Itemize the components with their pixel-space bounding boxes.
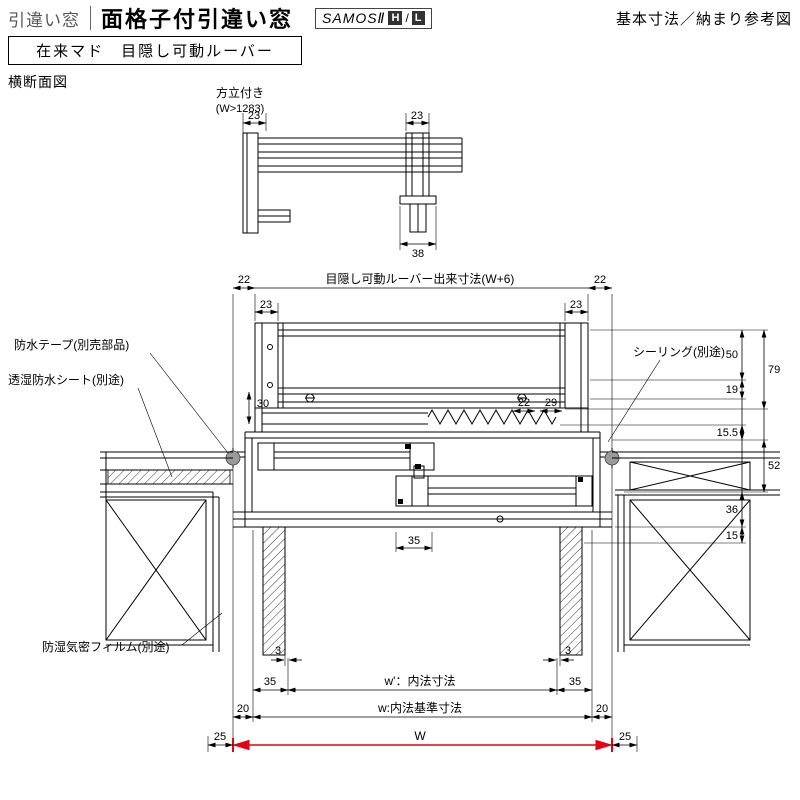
dim-label-23-detail-left: 23 xyxy=(248,110,260,122)
mullion-detail-view: 方立付き (W>1283) 23 23 xyxy=(216,85,463,260)
dim-label-29: 29 xyxy=(545,397,557,409)
callout-moisture-film: 防湿気密フィルム(別途) xyxy=(42,639,170,654)
badge-h: H xyxy=(388,11,403,25)
dim-label-22-left: 22 xyxy=(238,274,250,286)
meeting-stile-interlock xyxy=(413,465,425,479)
header-note: 基本寸法／納まり参考図 xyxy=(615,10,792,28)
subtitle-box: 在来マド 目隠し可動ルーバー xyxy=(8,36,302,65)
section-label: 横断面図 xyxy=(8,74,68,90)
wall-structure-left xyxy=(100,451,233,652)
screw-symbol xyxy=(517,393,527,403)
callout-breathable-sheet: 透湿防水シート(別途) xyxy=(8,372,124,387)
furring-column-left xyxy=(262,526,286,656)
interior-sash xyxy=(395,475,593,507)
standard-inner-width-label: w:内法基準寸法 xyxy=(377,700,462,715)
window-category-label: 引違い窓 xyxy=(8,10,80,30)
bottom-dimension-rows: 3 3 w'：内法寸法 35 35 w:内法基準寸法 20 20 W 25 25 xyxy=(207,530,638,752)
detail-title: 方立付き xyxy=(216,85,264,100)
dim-label-35-left: 35 xyxy=(264,676,276,688)
wall-structure-right xyxy=(612,451,780,652)
dim-label-22-right: 22 xyxy=(594,274,606,286)
breathable-sheet-layer xyxy=(107,469,231,485)
subtitle-text: 在来マド 目隠し可動ルーバー xyxy=(36,43,274,60)
dim-label-15-5: 15.5 xyxy=(717,427,738,439)
dim-label-35-center: 35 xyxy=(408,535,420,547)
screw-symbol xyxy=(496,515,504,523)
dim-label-25-right: 25 xyxy=(619,731,631,743)
dim-label-79: 79 xyxy=(768,364,780,376)
screen-mesh-zigzag xyxy=(427,408,557,426)
series-badge-box: SAMOSⅡ H / L xyxy=(315,7,432,29)
detail-jamb-profile xyxy=(242,132,291,234)
dim-label-50: 50 xyxy=(726,349,738,361)
exterior-sash xyxy=(257,442,435,471)
callout-waterproof-tape: 防水テープ(別売部品) xyxy=(14,337,129,352)
dim-label-52: 52 xyxy=(768,460,780,472)
dim-label-38: 38 xyxy=(412,248,424,260)
dim-label-25-left: 25 xyxy=(214,731,226,743)
detail-mullion-profile xyxy=(399,132,437,233)
dim-label-W: W xyxy=(414,729,426,743)
dim-label-30: 30 xyxy=(257,398,269,410)
series-name: SAMOSⅡ xyxy=(322,9,386,26)
dim-label-35-right: 35 xyxy=(569,676,581,688)
dim-label-3-left: 3 xyxy=(275,645,281,657)
louver-width-dimension-label: 目隠し可動ルーバー出来寸法(W+6) xyxy=(326,272,515,286)
screw-symbol xyxy=(305,393,315,403)
inner-width-label: w'：内法寸法 xyxy=(384,674,456,688)
dim-label-22-inner: 22 xyxy=(518,397,530,409)
dim-label-20-left: 20 xyxy=(237,703,249,715)
dim-label-3-right: 3 xyxy=(565,645,571,657)
right-dimension-chain: 50 19 79 15.5 52 36 15 xyxy=(560,329,780,544)
detail-condition: (W>1283) xyxy=(216,103,265,115)
callout-sealing: シーリング(別途) xyxy=(633,344,725,359)
dim-label-23-right: 23 xyxy=(570,299,582,311)
badge-separator: / xyxy=(405,11,409,25)
dim-label-36: 36 xyxy=(726,504,738,516)
dim-label-23-detail-right: 23 xyxy=(411,110,423,122)
page-header: 引違い窓 面格子付引違い窓 SAMOSⅡ H / L 基本寸法／納まり参考図 xyxy=(0,0,800,36)
dim-label-23-left: 23 xyxy=(260,299,272,311)
badge-l: L xyxy=(411,11,425,25)
page-title: 面格子付引違い窓 xyxy=(101,7,294,32)
furring-column-right xyxy=(559,526,583,656)
top-dimension-row: 22 22 目隠し可動ルーバー出来寸法(W+6) 23 23 xyxy=(232,272,613,752)
dim-label-20-right: 20 xyxy=(596,703,608,715)
callout-labels: 防水テープ(別売部品) 透湿防水シート(別途) シーリング(別途) 防湿気密フィ… xyxy=(8,337,725,654)
dim-label-19: 19 xyxy=(726,384,738,396)
dim-label-15: 15 xyxy=(726,530,738,542)
louver-unit: 30 22 29 xyxy=(246,322,589,432)
detail-track-lines xyxy=(258,137,463,173)
header-divider xyxy=(90,6,91,30)
